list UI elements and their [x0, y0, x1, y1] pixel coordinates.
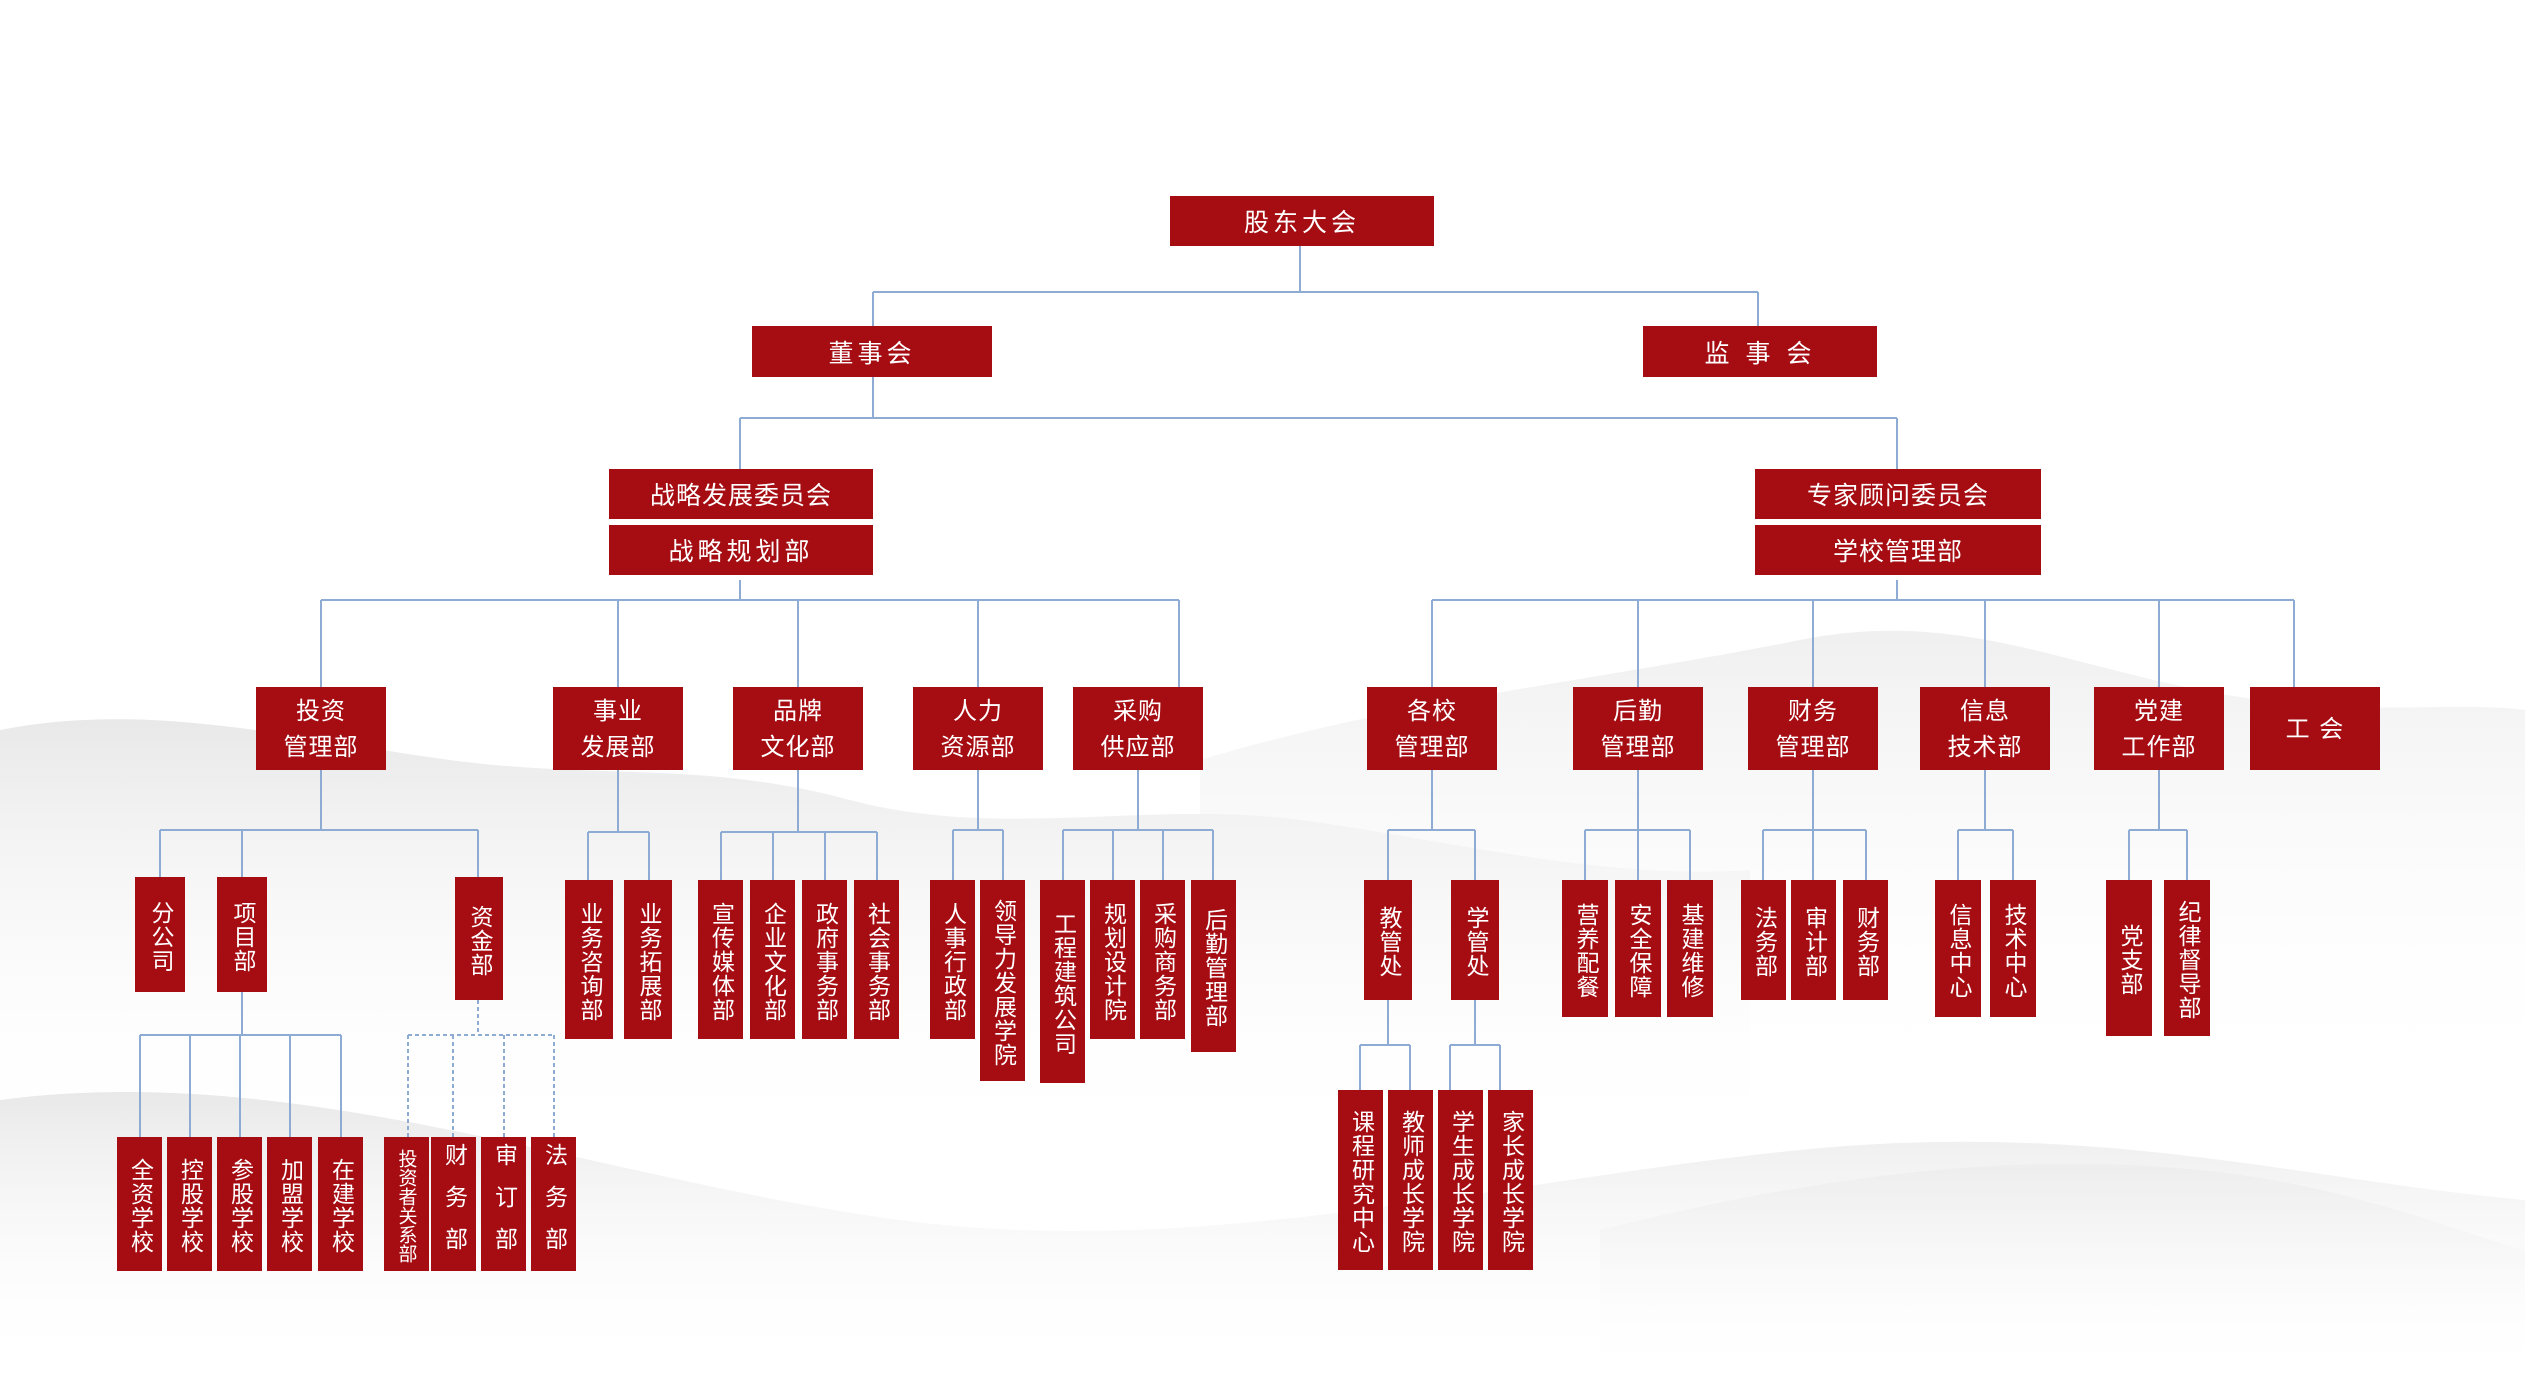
connector-logistics: [1584, 770, 1691, 880]
node-teaching-office: 教管处: [1364, 880, 1412, 1000]
node-equity-school: 参股学校: [217, 1137, 262, 1271]
connector-procure: [1062, 770, 1214, 880]
node-fund-legal: 法务部: [531, 1137, 576, 1271]
node-strategy-planning: 战略规划部: [609, 525, 873, 575]
node-investment: 投资 管理部: [256, 687, 386, 770]
node-student-office: 学管处: [1451, 880, 1499, 1000]
connector-fund: [407, 1000, 555, 1137]
connector-it: [1957, 770, 2014, 880]
node-parent-academy: 家长成长学院: [1488, 1090, 1533, 1270]
node-engineering-company: 工程建筑公司: [1040, 880, 1085, 1083]
node-expert-committee: 专家顾问委员会: [1755, 469, 2041, 519]
connector-project: [139, 992, 342, 1137]
node-business-dev: 事业 发展部: [553, 687, 683, 770]
node-board: 董事会: [752, 326, 992, 377]
node-shareholders-meeting: 股东大会: [1170, 196, 1434, 246]
node-business-expansion: 业务拓展部: [624, 880, 672, 1039]
node-school-admin: 各校 管理部: [1367, 687, 1497, 770]
node-logistics-management: 后勤管理部: [1191, 880, 1236, 1052]
node-student-academy: 学生成长学院: [1438, 1090, 1483, 1270]
node-fund-audit: 审订部: [481, 1137, 526, 1271]
node-school-management: 学校管理部: [1755, 525, 2041, 575]
connector-school: [1387, 770, 1476, 880]
node-fund-finance: 财务部: [431, 1137, 476, 1271]
node-franchise-school: 加盟学校: [267, 1137, 312, 1271]
node-brand-culture: 品牌 文化部: [733, 687, 863, 770]
node-supervisors: 监 事 会: [1643, 326, 1877, 377]
node-corporate-culture: 企业文化部: [750, 880, 795, 1039]
node-project-dept: 项目部: [217, 877, 267, 992]
node-safety: 安全保障: [1615, 880, 1661, 1017]
node-information-center: 信息中心: [1935, 880, 1981, 1017]
node-teacher-academy: 教师成长学院: [1388, 1090, 1433, 1270]
node-procurement: 采购 供应部: [1073, 687, 1203, 770]
node-it: 信息 技术部: [1920, 687, 2050, 770]
node-logistics: 后勤 管理部: [1573, 687, 1703, 770]
connector-brand: [720, 770, 878, 880]
node-strategy-committee: 战略发展委员会: [609, 469, 873, 519]
connector-business: [587, 770, 650, 880]
node-technology-center: 技术中心: [1990, 880, 2036, 1017]
node-union: 工 会: [2250, 687, 2380, 770]
node-finance-legal: 法务部: [1741, 880, 1786, 1000]
connector-party: [2128, 770, 2188, 880]
node-party-branch: 党支部: [2106, 880, 2152, 1036]
node-investor-relations: 投资者关系部: [384, 1137, 429, 1271]
node-catering: 营养配餐: [1562, 880, 1608, 1017]
node-personnel-admin: 人事行政部: [930, 880, 975, 1039]
connector-root: [872, 246, 1759, 326]
node-branch-company: 分公司: [135, 877, 185, 992]
node-finance: 财务 管理部: [1748, 687, 1878, 770]
node-leadership-academy: 领导力发展学院: [980, 880, 1025, 1081]
node-human-resources: 人力 资源部: [913, 687, 1043, 770]
node-fund-dept: 资金部: [455, 877, 503, 1000]
node-finance-audit: 审计部: [1791, 880, 1836, 1000]
connector-finance: [1762, 770, 1867, 880]
node-party-building: 党建 工作部: [2094, 687, 2224, 770]
node-social-affairs: 社会事务部: [854, 880, 899, 1039]
node-wholly-owned-school: 全资学校: [117, 1137, 162, 1271]
node-purchasing: 采购商务部: [1140, 880, 1185, 1039]
node-finance-accounting: 财务部: [1843, 880, 1888, 1000]
connector-school-sub: [1359, 1000, 1501, 1090]
node-planning-institute: 规划设计院: [1090, 880, 1135, 1039]
node-infrastructure: 基建维修: [1667, 880, 1713, 1017]
node-media: 宣传媒体部: [698, 880, 743, 1039]
connector-hr: [952, 770, 1004, 880]
node-controlled-school: 控股学校: [167, 1137, 212, 1271]
connector-level2: [739, 377, 1898, 469]
node-construction-school: 在建学校: [318, 1137, 363, 1271]
node-business-consulting: 业务咨询部: [565, 880, 613, 1039]
connector-left-depts: [320, 580, 1180, 687]
connector-right-depts: [1431, 580, 2295, 687]
connector-invest: [159, 770, 479, 877]
node-government-affairs: 政府事务部: [802, 880, 847, 1039]
node-curriculum-center: 课程研究中心: [1338, 1090, 1383, 1270]
node-discipline-supervision: 纪律督导部: [2164, 880, 2210, 1036]
